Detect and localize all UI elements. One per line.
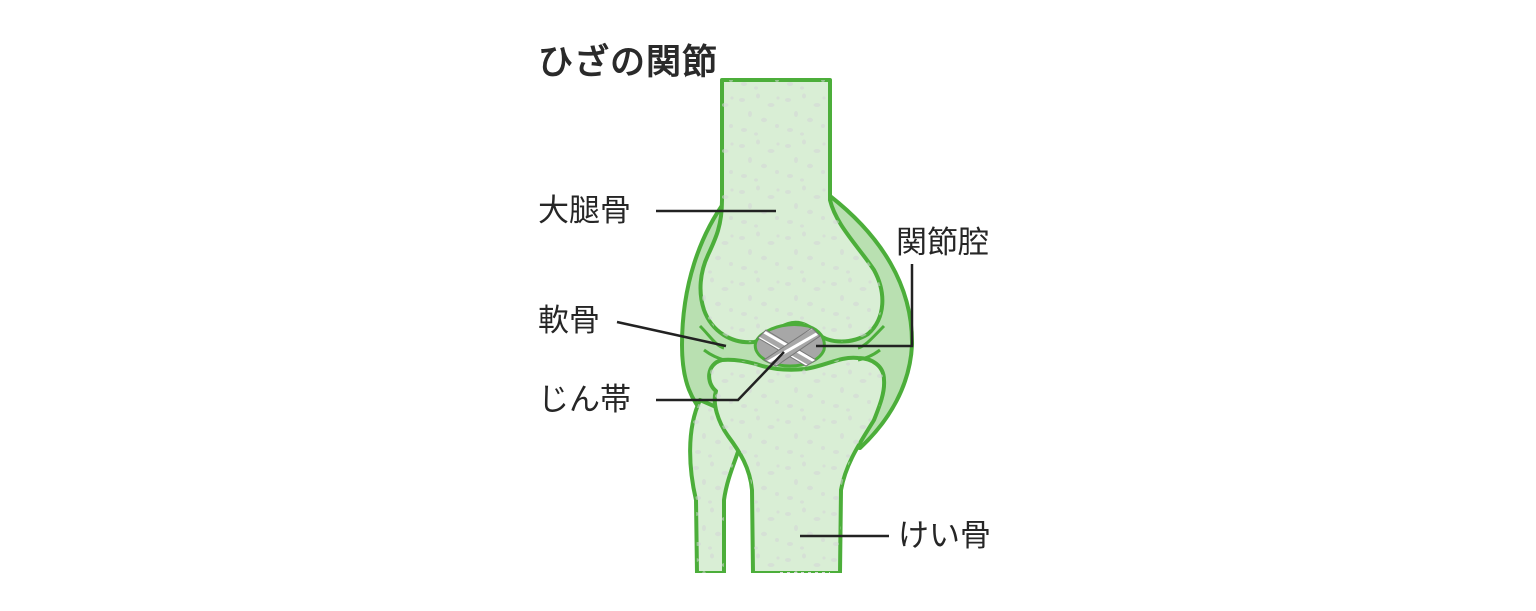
- cartilage-leader: [616, 320, 727, 348]
- ligament-label: じん帯: [538, 382, 631, 418]
- cartilage-label: 軟骨: [538, 303, 600, 339]
- tibia-label: けい骨: [898, 518, 991, 554]
- diagram-title: ひざの関節: [538, 43, 719, 83]
- cruciate-ligament: [753, 322, 826, 368]
- joint-cavity-leader: [816, 264, 914, 348]
- femur-label: 大腿骨: [538, 193, 631, 229]
- ligament-leader: [656, 351, 785, 402]
- joint-cavity-label: 関節腔: [896, 225, 989, 261]
